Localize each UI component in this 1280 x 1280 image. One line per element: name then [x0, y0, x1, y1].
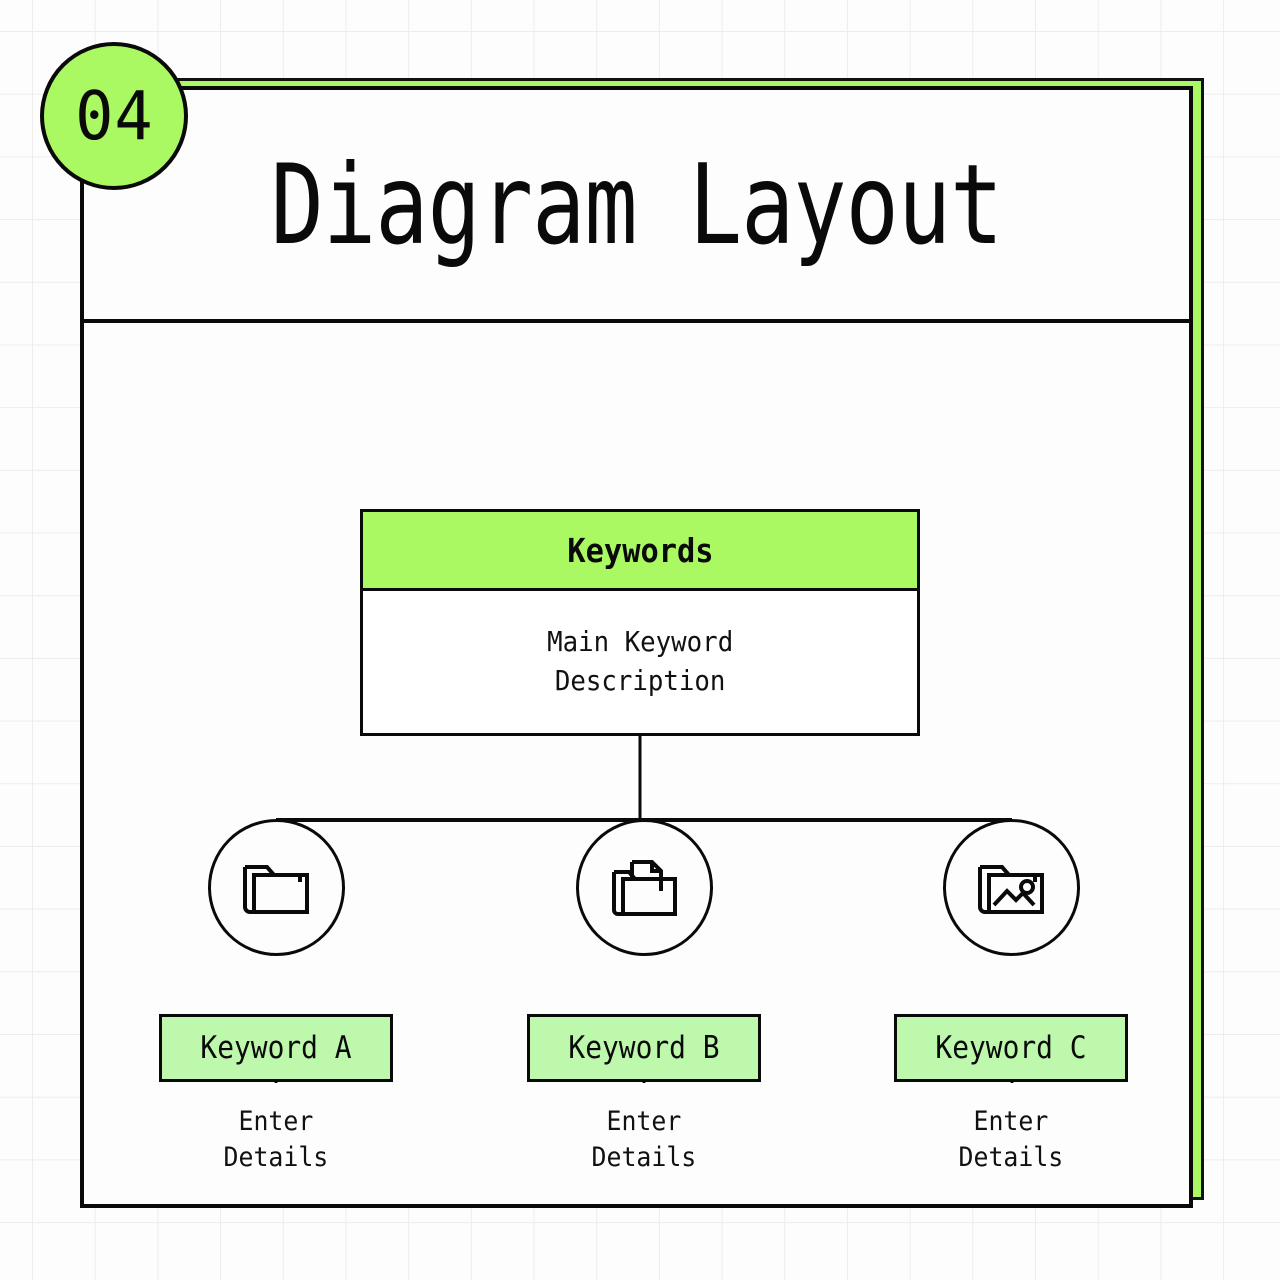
child-label-b[interactable]: Keyword B [527, 1014, 761, 1082]
page-title: Diagram Layout [270, 140, 1003, 270]
root-node-header: Keywords [363, 512, 917, 591]
root-node-header-label: Keywords [566, 530, 714, 570]
header-divider [84, 319, 1189, 323]
folder-open-icon [243, 864, 309, 914]
slide-card: Diagram Layout Keyword [80, 86, 1193, 1208]
slide-number-text: 04 [74, 76, 154, 155]
child-detail-b: Enter Details [591, 1106, 697, 1174]
child-node-b[interactable]: Keyword B Enter Details [504, 819, 784, 1177]
child-node-row: Keyword A Enter Details [84, 323, 1189, 1208]
icon-badge-a [207, 819, 345, 956]
child-label-a[interactable]: Keyword A [159, 1014, 393, 1082]
root-node[interactable]: Keywords Main Keyword Description [360, 509, 920, 736]
child-detail-c: Enter Details [958, 1106, 1064, 1174]
slide-number-badge: 04 [40, 42, 188, 190]
child-label-b-text: Keyword B [568, 1030, 720, 1066]
child-label-a-text: Keyword A [200, 1030, 352, 1066]
root-node-body: Main Keyword Description [363, 591, 917, 733]
folder-image-icon [978, 864, 1044, 914]
icon-badge-b [575, 819, 713, 956]
child-detail-a: Enter Details [223, 1106, 329, 1174]
child-node-a[interactable]: Keyword A Enter Details [136, 819, 416, 1177]
child-label-c-text: Keyword C [935, 1030, 1087, 1066]
icon-badge-c [942, 819, 1080, 956]
folder-document-icon [612, 859, 677, 916]
diagram-area: Keywords Main Keyword Description [84, 323, 1189, 1208]
child-node-c[interactable]: Keyword C Enter Details [871, 819, 1151, 1177]
child-label-c[interactable]: Keyword C [894, 1014, 1128, 1082]
root-node-body-text: Main Keyword Description [546, 625, 734, 697]
slide-header: Diagram Layout [84, 90, 1189, 320]
